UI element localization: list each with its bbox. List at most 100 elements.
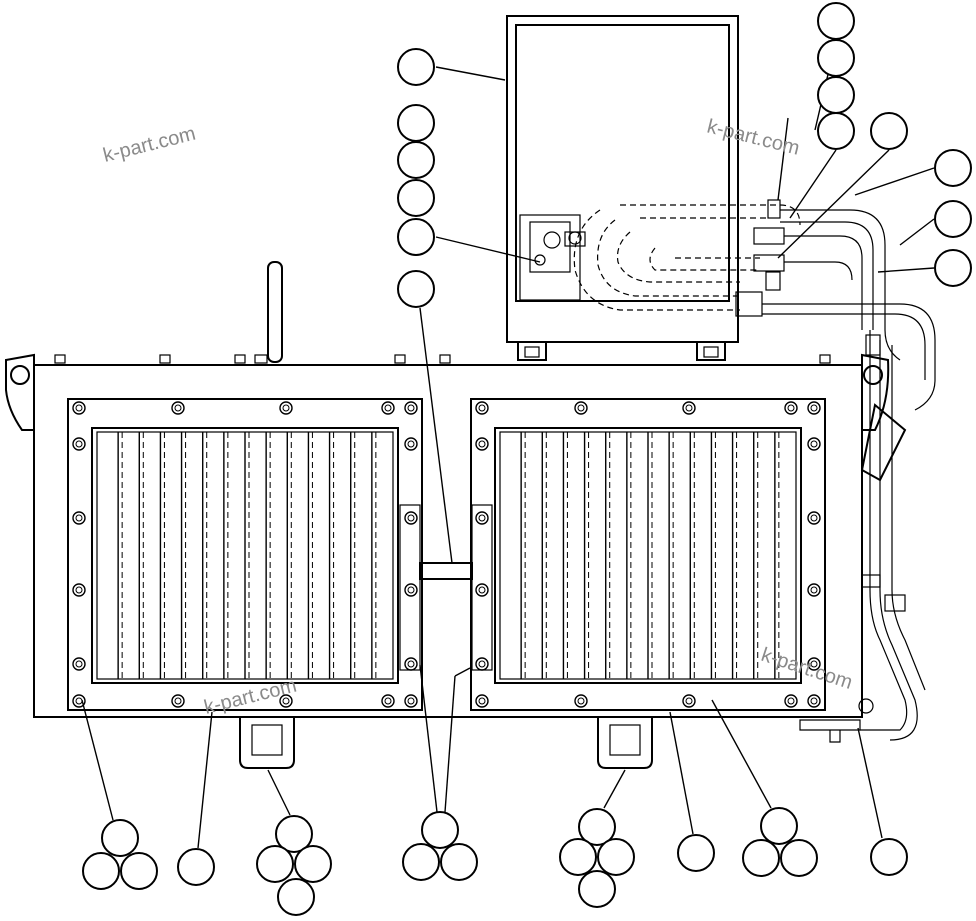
- bolt: [807, 657, 821, 671]
- bolt: [784, 401, 798, 415]
- bolt: [407, 514, 415, 522]
- callout-bubble: [578, 808, 616, 846]
- callout-bubble: [177, 848, 215, 886]
- leader-line: [267, 769, 291, 816]
- callout-bubble: [817, 39, 855, 77]
- bolt: [75, 660, 83, 668]
- callout-bubble: [120, 852, 158, 890]
- leader-line: [419, 307, 453, 564]
- callout-bubble: [256, 845, 294, 883]
- callout-bubble: [397, 104, 435, 142]
- leader-lines: [81, 39, 935, 849]
- bolt: [404, 511, 418, 525]
- bolt: [810, 660, 818, 668]
- callout-bubble: [397, 141, 435, 179]
- callout-bubble: [277, 878, 315, 916]
- bolt: [475, 694, 489, 708]
- bolt: [478, 586, 486, 594]
- bolt: [682, 694, 696, 708]
- callout-bubble: [559, 838, 597, 876]
- leader-line: [711, 699, 772, 809]
- watermark: k-part.com: [758, 644, 855, 694]
- callout-bubble: [870, 838, 908, 876]
- callout-bubble: [275, 815, 313, 853]
- callout-bubble: [397, 270, 435, 308]
- panel-fins: [117, 432, 780, 679]
- bolt: [810, 404, 818, 412]
- watermark: k-part.com: [202, 675, 299, 719]
- leader-line: [444, 675, 456, 813]
- bolt: [407, 660, 415, 668]
- bolt: [404, 401, 418, 415]
- bolt: [475, 401, 489, 415]
- leader-line: [435, 236, 541, 263]
- bolt: [810, 697, 818, 705]
- bolt: [685, 697, 693, 705]
- leader-line: [435, 66, 506, 81]
- bolt: [478, 660, 486, 668]
- bolt: [404, 583, 418, 597]
- bolt: [75, 514, 83, 522]
- bolt: [787, 697, 795, 705]
- callout-bubble: [402, 843, 440, 881]
- bolt: [577, 404, 585, 412]
- bolt: [475, 657, 489, 671]
- callout-bubble: [934, 149, 972, 187]
- bolt: [72, 583, 86, 597]
- callout-bubble: [397, 218, 435, 256]
- bolt: [174, 404, 182, 412]
- bolt: [574, 694, 588, 708]
- bolt: [807, 401, 821, 415]
- leader-line: [854, 167, 935, 196]
- bolt: [282, 697, 290, 705]
- bolt: [810, 440, 818, 448]
- bolt: [381, 401, 395, 415]
- bolt: [478, 440, 486, 448]
- bolt: [407, 404, 415, 412]
- bolt: [407, 586, 415, 594]
- bolt: [75, 697, 83, 705]
- bolt: [384, 697, 392, 705]
- bolt: [478, 404, 486, 412]
- bolt: [72, 694, 86, 708]
- callout-bubble: [440, 843, 478, 881]
- bolt: [404, 657, 418, 671]
- callout-bubble: [397, 48, 435, 86]
- bolt: [384, 404, 392, 412]
- bolt: [282, 404, 290, 412]
- bolt: [72, 437, 86, 451]
- bolt: [407, 697, 415, 705]
- bolt: [404, 694, 418, 708]
- bolt: [72, 657, 86, 671]
- bolt: [72, 511, 86, 525]
- bolt: [807, 583, 821, 597]
- leader-line: [777, 149, 890, 259]
- callout-bubble: [817, 76, 855, 114]
- callout-bubble: [742, 839, 780, 877]
- watermark: k-part.com: [101, 123, 198, 167]
- panel-bolts: [72, 401, 821, 708]
- callout-bubbles: [82, 2, 972, 916]
- callout-bubble: [597, 838, 635, 876]
- callout-bubble: [677, 834, 715, 872]
- callout-bubble: [934, 200, 972, 238]
- bolt: [279, 401, 293, 415]
- bolt: [171, 401, 185, 415]
- leader-line: [603, 769, 626, 809]
- leader-line: [669, 711, 694, 835]
- callout-bubble: [817, 2, 855, 40]
- callout-bubble: [397, 179, 435, 217]
- main-frame: [5, 261, 890, 769]
- bolt: [475, 511, 489, 525]
- bolt: [279, 694, 293, 708]
- bolt: [404, 437, 418, 451]
- callout-bubble: [760, 807, 798, 845]
- top-unit: [506, 15, 801, 361]
- leader-line: [454, 667, 471, 677]
- leader-line: [419, 664, 438, 813]
- callout-bubble: [101, 819, 139, 857]
- callout-bubble: [780, 839, 818, 877]
- leader-line: [777, 117, 789, 201]
- bolt: [810, 586, 818, 594]
- callout-bubble: [817, 112, 855, 150]
